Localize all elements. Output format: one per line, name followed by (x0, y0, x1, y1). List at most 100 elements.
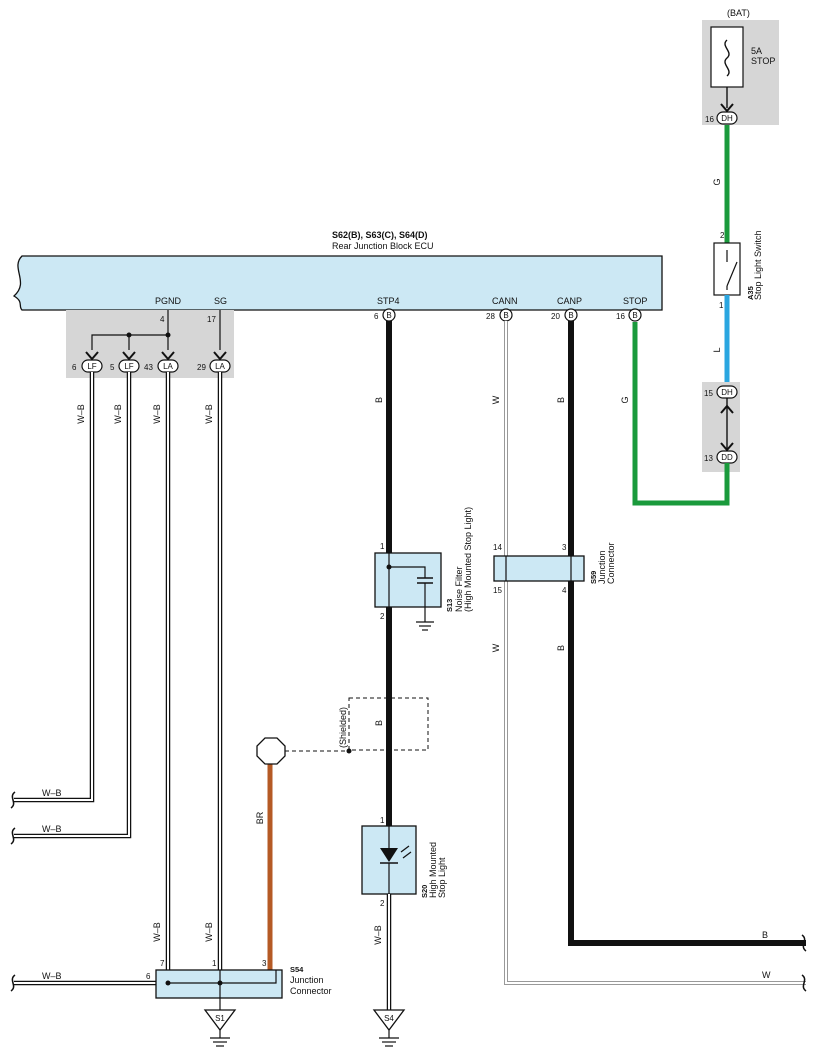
s54-name-line2: Connector (290, 986, 332, 996)
connector-arrow-icon (122, 351, 136, 361)
fuse-name: STOP (751, 56, 775, 66)
stop-light-pin-top: 1 (380, 816, 385, 825)
ground-s1-triangle-icon (203, 1009, 237, 1032)
terminal-stop-pin: 16 (616, 312, 625, 321)
wire-break-icon (10, 827, 16, 845)
wire-black-canp (568, 321, 806, 946)
connector-arrow-icon (213, 351, 227, 361)
fuse-box (710, 26, 744, 88)
connector-dh-label: DH (721, 114, 733, 123)
connector-stp4-label: B (386, 311, 391, 320)
wire-break-icon (801, 934, 807, 952)
switch-pin-bottom: 1 (719, 301, 724, 310)
light-ray-icon (400, 845, 410, 853)
wire-color-wb-light: W–B (373, 925, 383, 945)
terminal-sg-pin: 17 (207, 315, 216, 324)
wire-color-w-3: W (762, 970, 771, 980)
switch-code: A35 (746, 286, 755, 300)
s54-pin-1: 1 (212, 959, 217, 968)
s54-pin-6: 6 (146, 972, 151, 981)
s54-pin-3: 3 (262, 959, 267, 968)
terminal-canp-label: CANP (557, 296, 582, 306)
ground-s4-label: S4 (384, 1014, 394, 1023)
s54-name-line1: Junction (290, 975, 324, 985)
terminal-stp4-label: STP4 (377, 296, 400, 306)
noise-filter-box (374, 552, 442, 608)
fuse-section: (BAT) 5A STOP DH 16 (702, 8, 779, 125)
wire-color-b-stp4: B (374, 397, 384, 403)
connector-stop-badge (628, 308, 642, 322)
connector-stop-label: B (632, 311, 637, 320)
wire-color-w-2: W (491, 643, 501, 652)
wire-color-g-top: G (712, 178, 722, 185)
connector-lf-label: LF (87, 362, 96, 371)
shield-ground-octagon-icon (256, 737, 286, 765)
noise-filter-name-line1: Noise Filter (454, 566, 464, 612)
s59-pin-15: 15 (493, 586, 502, 595)
noise-filter-pin-top: 1 (380, 542, 385, 551)
stop-light-circuit: B 1 2 S13 Noise Filter (High Mounted Sto… (285, 321, 473, 1047)
splice-dot (126, 332, 132, 338)
connector-la-pin: 43 (144, 363, 153, 372)
s54-internal-bus (168, 970, 277, 984)
wire-color-wb-6: W–B (42, 824, 62, 834)
stop-light-name-line1: High Mounted (428, 842, 438, 898)
s54-code: S54 (290, 965, 304, 974)
ground-s1-label: S1 (215, 1014, 225, 1023)
led-icon (380, 848, 398, 862)
wire-break-icon (801, 974, 807, 992)
s59-pin-14: 14 (493, 543, 502, 552)
wire-color-b-2: B (556, 645, 566, 651)
wire-break-icon (10, 791, 16, 809)
terminal-canp-pin: 20 (551, 312, 560, 321)
fuse-rating: 5A (751, 46, 762, 56)
connector-arrow-icon (161, 351, 175, 361)
wire-color-wb-2: W–B (113, 404, 123, 424)
connector-lf-pin-2: 5 (110, 363, 115, 372)
wire-color-b-3: B (762, 930, 768, 940)
terminal-sg-label: SG (214, 296, 227, 306)
wire-wb-2-inner (14, 372, 130, 837)
terminal-stop-label: STOP (623, 296, 647, 306)
wire-color-br: BR (255, 811, 265, 824)
wire-color-w-1: W (491, 395, 501, 404)
wire-color-wb-4: W–B (204, 404, 214, 424)
light-ray-icon (402, 851, 412, 859)
terminal-cann-label: CANN (492, 296, 518, 306)
terminal-cann-pin: 28 (486, 312, 495, 321)
splice-dot (217, 980, 223, 986)
switch-blade-icon (726, 261, 738, 287)
capacitor-lead (389, 566, 426, 578)
wire-color-wb-9: W–B (42, 971, 62, 981)
terminal-pgnd-pin: 4 (160, 315, 165, 324)
junction-dh-dd-section: DH 15 DD 13 G (620, 322, 740, 506)
connector-la-label: LA (163, 362, 173, 371)
fuse-element-icon (724, 39, 730, 77)
ecu-body (12, 255, 663, 311)
s59-pin-3: 3 (562, 543, 567, 552)
stop-light-pin-bottom: 2 (380, 899, 385, 908)
connector-lf-pin: 6 (72, 363, 77, 372)
stop-light-switch-section: G 2 A35 Stop Light Switch 1 L (712, 125, 763, 385)
wire-wb-1-inner (14, 372, 93, 801)
wire-color-wb-1: W–B (76, 404, 86, 424)
connector-arrow-down-icon (720, 442, 734, 452)
noise-filter-name-line2: (High Mounted Stop Light) (463, 507, 473, 612)
fuse-source-label: (BAT) (727, 8, 750, 18)
wire-color-l: L (712, 347, 722, 352)
junction-s59-box (493, 555, 585, 582)
wire-green-stop (632, 322, 730, 506)
noise-filter-code: S13 (445, 599, 454, 612)
noise-filter-pin-bottom: 2 (380, 612, 385, 621)
connector-dd-label: DD (721, 453, 733, 462)
connector-cann-label: B (503, 311, 508, 320)
connector-canp-label: B (568, 311, 573, 320)
s59-code: S59 (589, 571, 598, 584)
wire-color-wb-3: W–B (152, 404, 162, 424)
stop-light-name-line2: Stop Light (437, 857, 447, 898)
junction-s54-section: BR 7 1 3 6 S54 Junction Connector S1 (146, 737, 332, 1047)
connector-la-pin-2: 29 (197, 363, 206, 372)
connector-arrow-up-icon (720, 404, 734, 414)
switch-pin-top: 2 (720, 231, 725, 240)
wire-color-wb-7: W–B (152, 922, 162, 942)
